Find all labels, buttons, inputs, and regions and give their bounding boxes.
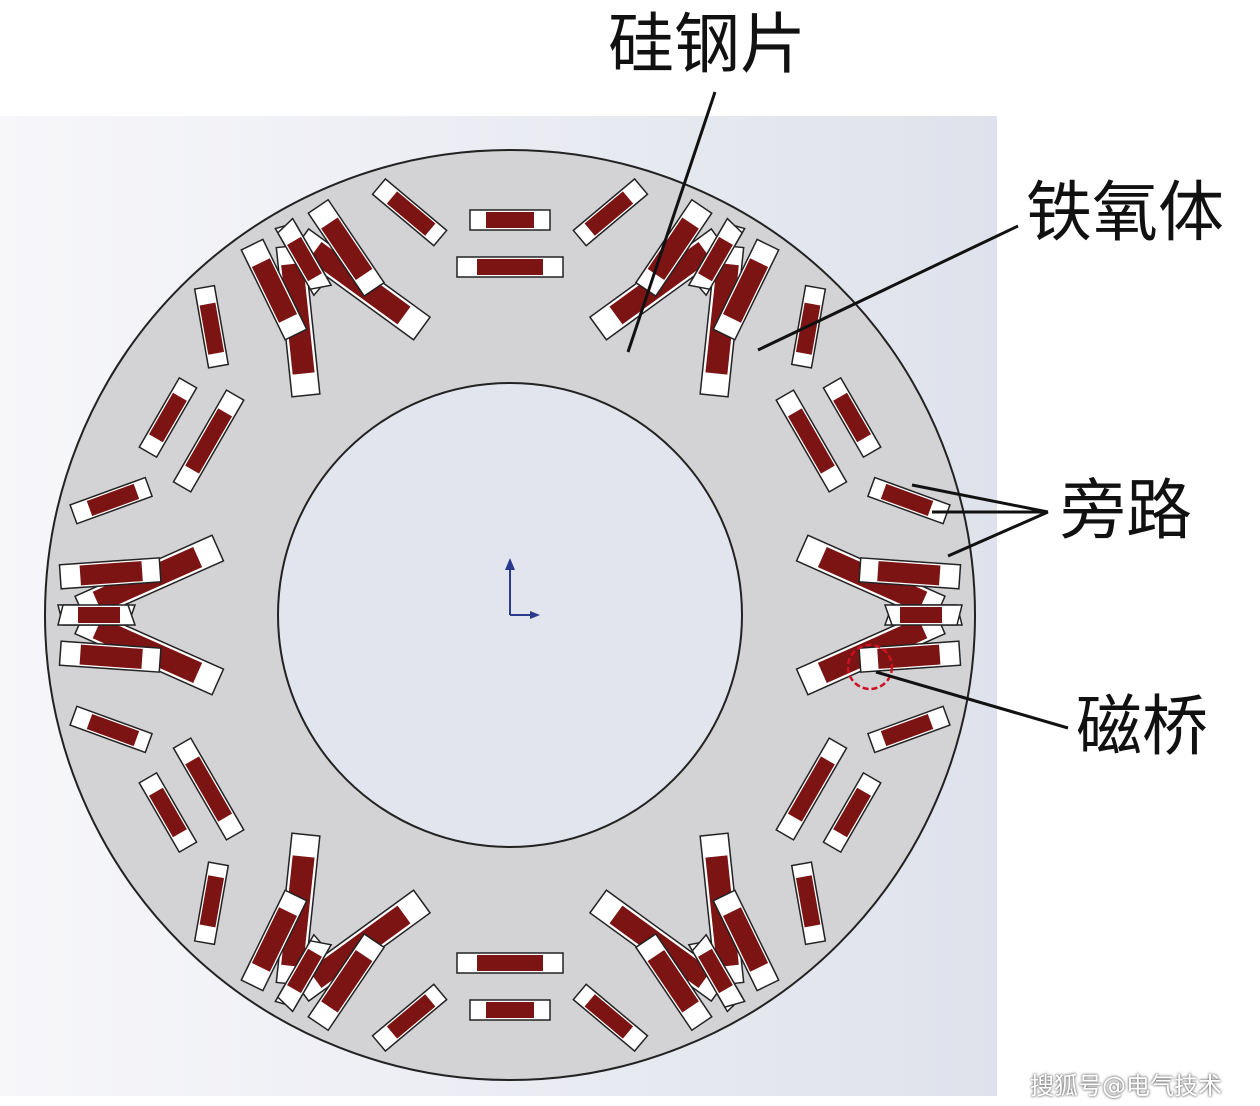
ferrite-magnet: [251, 258, 298, 323]
pole-group: [57, 217, 333, 626]
ferrite-magnet: [722, 907, 769, 972]
ferrite-magnet: [251, 907, 298, 972]
ferrite-magnet: [698, 236, 733, 282]
leader-bypass: [911, 483, 1049, 514]
ferrite-magnet: [321, 217, 373, 281]
coordinate-axis-indicator: [505, 558, 540, 619]
ferrite-magnet: [584, 191, 634, 236]
label-ferrite: 铁氧体: [1026, 174, 1224, 251]
ferrite-magnet: [877, 561, 941, 586]
ferrite-magnet: [386, 191, 436, 236]
ferrite-magnet: [185, 408, 233, 474]
ferrite-magnet: [185, 756, 233, 822]
ferrite-magnet: [486, 1002, 534, 1018]
ferrite-magnet: [79, 561, 143, 586]
ferrite-magnet: [787, 756, 835, 822]
ferrite-magnet: [287, 948, 322, 994]
label-silicon-steel: 硅钢片: [608, 6, 806, 83]
ferrite-magnet: [199, 875, 225, 928]
ferrite-magnet: [787, 408, 835, 474]
ferrite-magnet: [486, 212, 534, 228]
ferrite-magnet: [722, 258, 769, 323]
ferrite-magnet: [148, 392, 187, 443]
pole-group: [274, 889, 746, 1053]
ferrite-magnet: [795, 875, 821, 928]
ferrite-magnet: [880, 714, 934, 747]
ferrite-magnet: [833, 787, 872, 838]
watermark: 搜狐号@电气技术: [1030, 1072, 1222, 1100]
leader-magnetic-bridge: [875, 670, 1069, 730]
ferrite-magnet: [86, 483, 140, 516]
ferrite-magnet: [833, 392, 872, 443]
leader-silicon-steel: [626, 91, 717, 353]
ferrite-magnet: [584, 994, 634, 1039]
ferrite-magnet: [795, 302, 821, 355]
ferrite-magnet: [78, 607, 120, 623]
ferrite-magnet: [79, 644, 143, 669]
leader-lines: [626, 91, 1069, 730]
ferrite-magnet: [148, 787, 187, 838]
ferrite-magnet: [698, 948, 733, 994]
ferrite-magnet: [477, 955, 543, 971]
ferrite-magnet: [880, 483, 934, 516]
leader-ferrite: [757, 224, 1019, 352]
magnetic-bridge-highlight: [846, 643, 894, 691]
ferrite-magnet: [86, 714, 140, 747]
leader-bypass: [947, 510, 1049, 558]
ferrite-magnet: [900, 607, 942, 623]
label-magnetic-bridge: 磁桥: [1076, 688, 1208, 765]
ferrite-magnet: [477, 259, 543, 275]
ferrite-magnet: [287, 236, 322, 282]
ferrite-magnet: [321, 949, 373, 1013]
ferrite-magnet: [199, 302, 225, 355]
ferrite-magnet: [647, 949, 699, 1013]
ferrite-magnet: [877, 644, 941, 669]
label-bypass: 旁路: [1060, 472, 1192, 549]
pole-group: [57, 604, 333, 1013]
ferrite-magnet: [386, 994, 436, 1039]
ferrite-magnet: [647, 217, 699, 281]
